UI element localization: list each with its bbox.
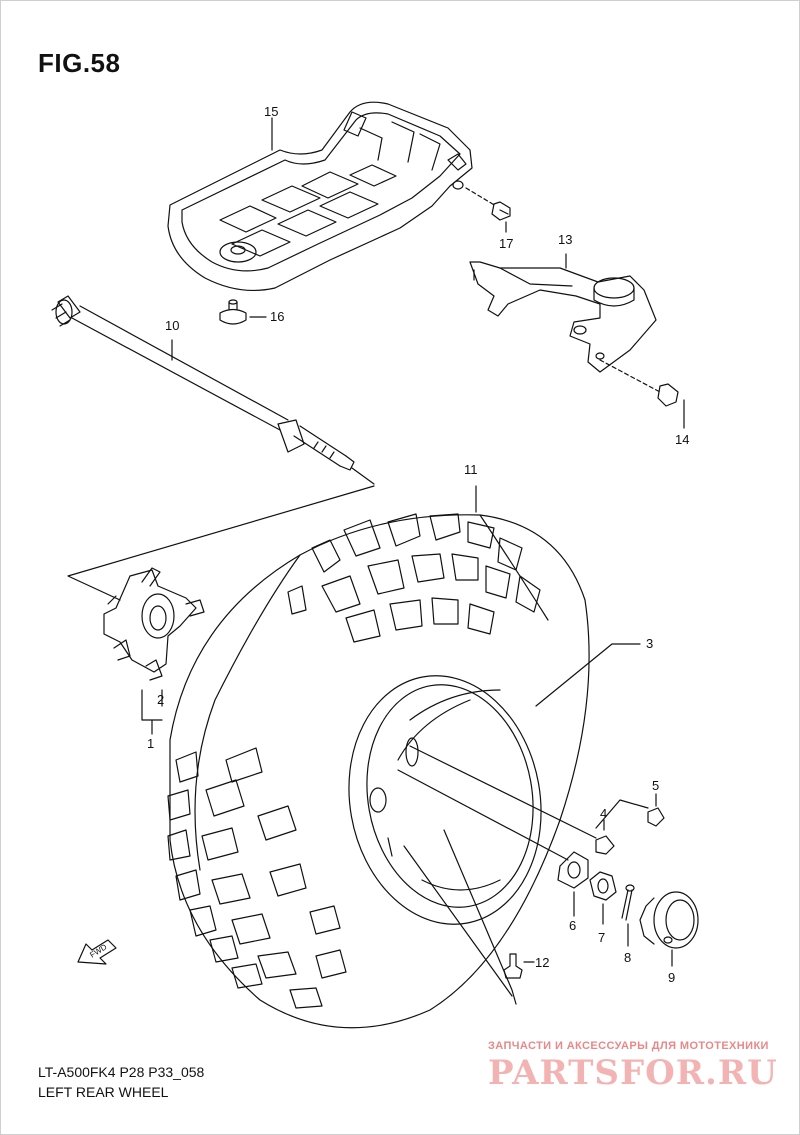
leader-part-3	[535, 643, 641, 707]
bracket-part-13	[469, 253, 657, 373]
callout-bracket-1-2	[141, 689, 163, 721]
cotter-pin-part-8	[621, 884, 635, 947]
valve-part-12	[503, 953, 535, 979]
callout-13: 13	[558, 232, 572, 247]
callout-12: 12	[535, 955, 549, 970]
bolt-part-16	[219, 299, 267, 325]
fwd-arrow-icon	[77, 939, 117, 965]
explode-line-4	[409, 745, 597, 839]
hub-part-2	[103, 567, 205, 707]
callout-5: 5	[652, 778, 659, 793]
explode-line-6	[397, 769, 569, 861]
callout-numbers: 1 2 3 4 5 6 7 8 9 10 11 12 13 14 15 16 1…	[147, 104, 689, 985]
callout-6: 6	[569, 918, 576, 933]
bolt-part-14	[599, 359, 685, 429]
callout-2: 2	[157, 692, 164, 707]
washer-part-6	[557, 851, 589, 917]
model-code: LT-A500FK4 P28 P33_058	[38, 1064, 205, 1080]
hub-cap-part-9	[639, 891, 699, 967]
tire-part-11	[167, 485, 590, 1029]
watermark-logo: PARTSFOR.RU	[488, 1053, 778, 1093]
bolt-part-17	[465, 187, 511, 221]
callout-8: 8	[624, 950, 631, 965]
callout-17: 17	[499, 236, 513, 251]
callout-1: 1	[147, 736, 154, 751]
leader-part-5	[595, 799, 649, 829]
callout-9: 9	[668, 970, 675, 985]
callout-4: 4	[600, 806, 607, 821]
callout-3: 3	[646, 636, 653, 651]
explode-line-axle	[67, 485, 375, 601]
callout-16: 16	[270, 309, 284, 324]
callout-11: 11	[464, 462, 478, 477]
nut-part-5	[647, 793, 665, 827]
callout-10: 10	[165, 318, 179, 333]
castle-nut-part-7	[589, 871, 617, 925]
nut-part-4	[595, 819, 615, 855]
watermark-tagline: ЗАПЧАСТИ И АКСЕССУАРЫ ДЛЯ МОТОТЕХНИКИ	[488, 1040, 769, 1052]
callout-7: 7	[598, 930, 605, 945]
callout-15: 15	[264, 104, 278, 119]
callout-14: 14	[675, 432, 689, 447]
skid-plate-part-15	[167, 101, 473, 292]
axle-part-10	[51, 295, 375, 485]
leader-part-12	[403, 829, 517, 1005]
figure-title: FIG.58	[38, 48, 121, 78]
section-title: LEFT REAR WHEEL	[38, 1084, 169, 1100]
